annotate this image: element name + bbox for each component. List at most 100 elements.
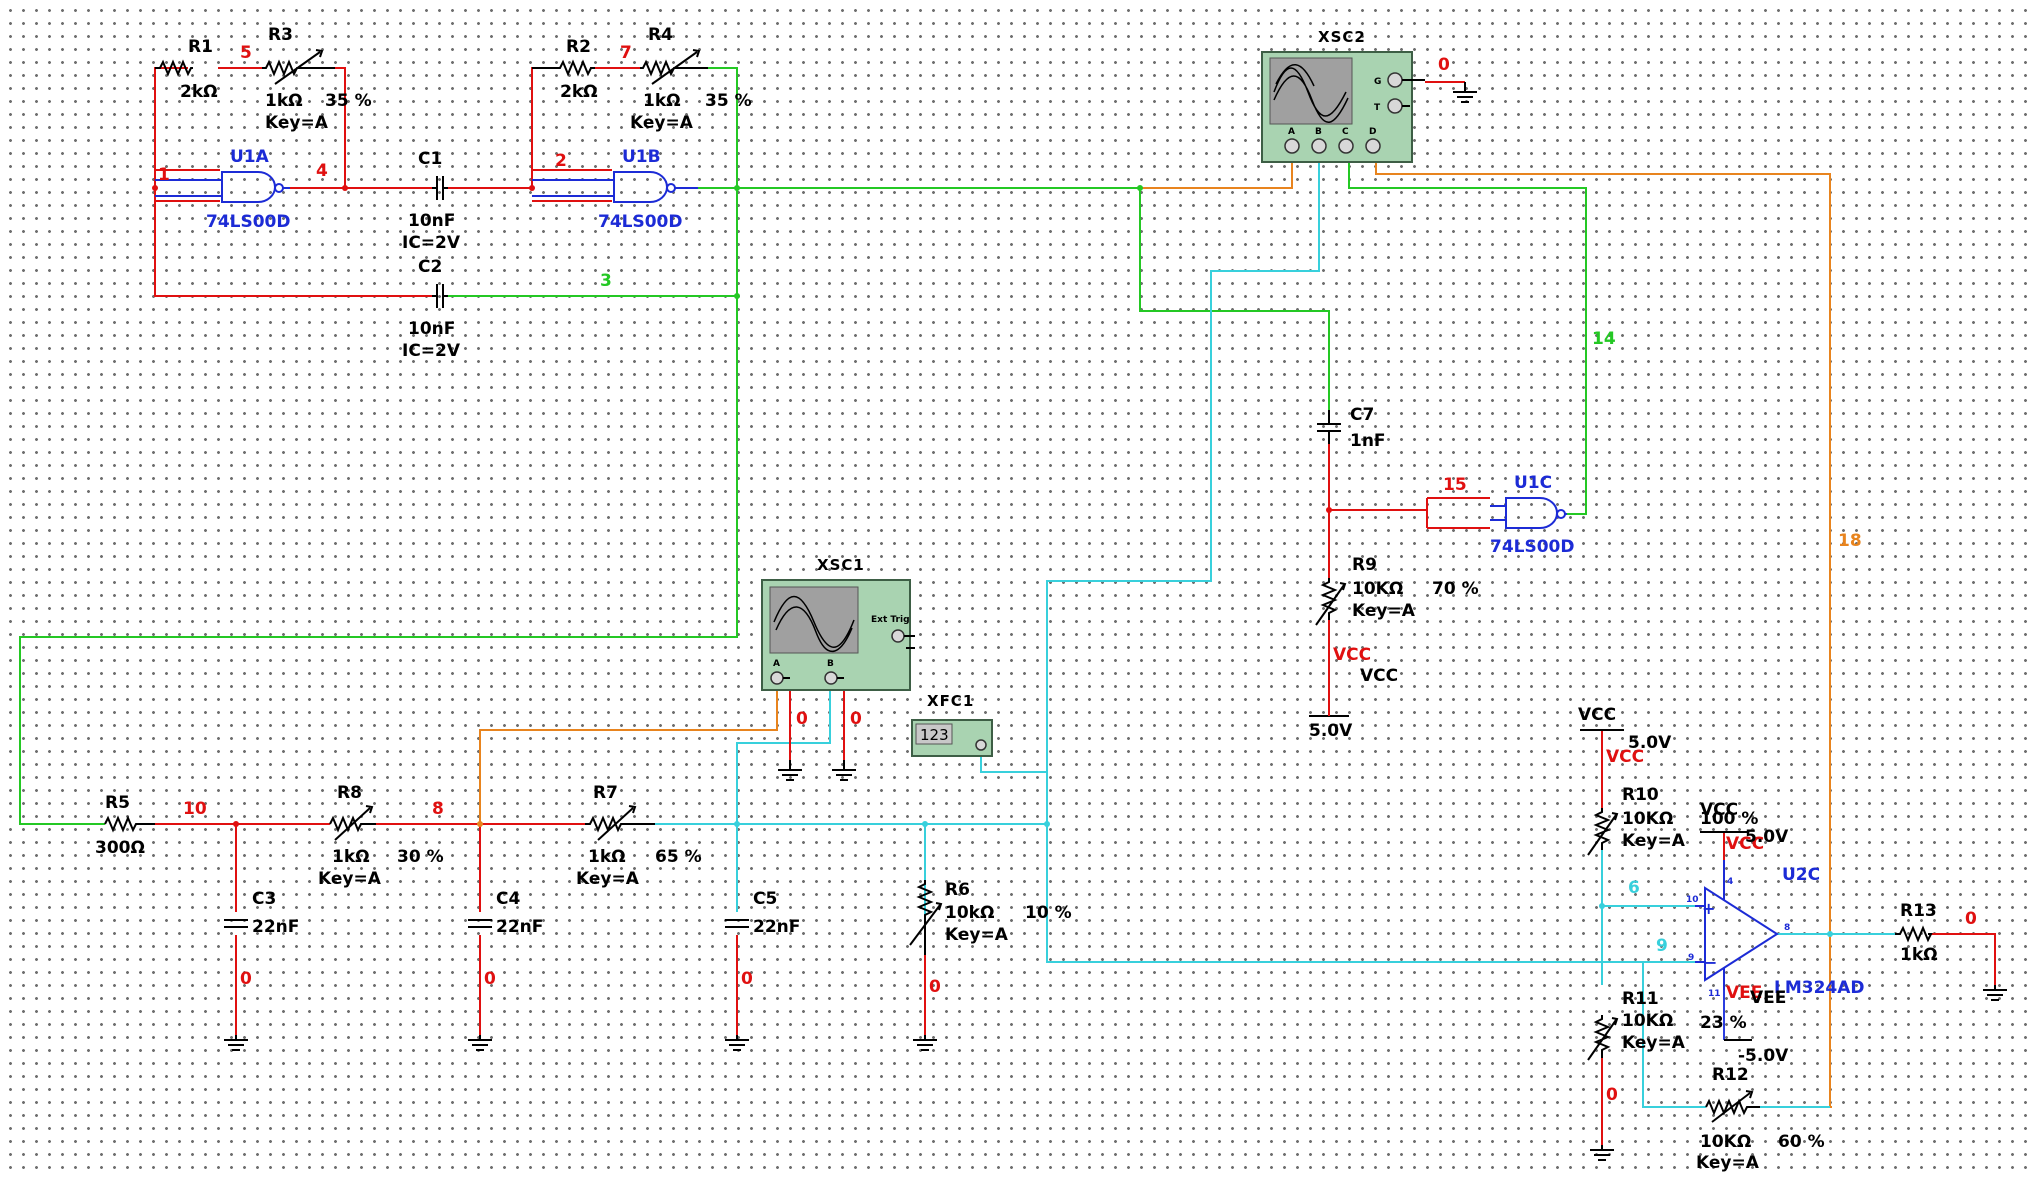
wire-node14[interactable] [1348,155,1587,515]
junction-1 [152,185,158,191]
potentiometer-r9[interactable]: R9 10KΩ 70 % Key=A [1315,555,1479,626]
oscilloscope-xsc1-a-terminal[interactable] [770,671,784,685]
capacitor-c2-name: C2 [418,257,442,277]
oscilloscope-xsc2-gt-leads [1402,79,1425,107]
vcc-supply-r10[interactable]: VCC 5.0V VCC [1578,705,1672,767]
wire-c7-top[interactable] [1139,188,1330,410]
oscilloscope-xsc2-d-terminal[interactable] [1365,138,1381,154]
oscilloscope-xsc2-ch-d: D [1369,127,1376,137]
oscilloscope-xsc1-ext-trig-terminal[interactable] [891,629,905,643]
nand-gate-u1c[interactable]: U1C 74LS00D [1490,473,1575,557]
wire-node8-xsc1a[interactable] [479,690,778,824]
junction-4 [342,185,348,191]
resistor-r13-value: 1kΩ [1900,945,1938,965]
potentiometer-r11[interactable]: R11 10KΩ 23 % Key=A [1587,989,1747,1061]
ground-r13-icon [1983,985,2007,1001]
oscilloscope-xsc1-ch-b: B [827,659,834,669]
capacitor-c5[interactable]: C5 22nF [725,889,800,937]
net-label-1: 1 [158,165,170,185]
oscilloscope-xsc2-c-terminal[interactable] [1338,138,1354,154]
potentiometer-r4[interactable]: R4 1kΩ 35 % Key=A [630,25,752,133]
resistor-r13[interactable]: R13 1kΩ [1895,901,1938,965]
nand-gate-u1c-bubble [1556,509,1566,519]
wire-c5-xsc1b[interactable] [736,690,831,824]
wire-r12-loop[interactable] [1642,962,1830,1108]
wire-r4-node3[interactable] [443,67,738,297]
potentiometer-r8-percent: 30 % [397,847,444,867]
net-label-9: 9 [1656,936,1668,956]
potentiometer-r10-key: Key=A [1622,831,1686,851]
potentiometer-r10[interactable]: R10 10KΩ 100 % Key=A [1587,785,1758,856]
potentiometer-r8-name: R8 [337,783,362,803]
opamp-pin-minus: 9 [1688,953,1694,963]
oscilloscope-xsc1[interactable]: XSC1 Ext Trig A B [761,556,915,691]
wire-node18[interactable] [1375,155,1832,1108]
capacitor-c1[interactable]: C1 10nF IC=2V [402,149,461,253]
oscilloscope-xsc2-a-terminal[interactable] [1284,138,1300,154]
wire-xfc1[interactable] [980,750,1047,773]
ground-xsc1b-icon [832,760,856,781]
wire-node6[interactable] [1601,878,1695,907]
potentiometer-r7-name: R7 [593,783,618,803]
wire-u1b-inputs[interactable] [532,169,612,202]
potentiometer-r12-symbol [1705,1090,1760,1123]
capacitor-c7-name: C7 [1350,405,1374,425]
capacitor-c3-symbol [224,919,248,928]
ground-c4-icon [468,1035,492,1051]
wire-xsc2-a[interactable] [1140,155,1293,189]
oscilloscope-xsc1-ch-a: A [773,659,780,669]
capacitor-c4-symbol [468,919,492,928]
capacitor-c2[interactable]: C2 10nF IC=2V [402,257,461,361]
potentiometer-r8-symbol [329,805,376,841]
oscilloscope-xsc1-b-terminal[interactable] [824,671,838,685]
resistor-r5-value: 300Ω [95,838,145,858]
net-label-0-c4: 0 [484,969,496,989]
wire-xsc1-gnd[interactable] [789,690,845,760]
capacitor-c7[interactable]: C7 1nF [1317,405,1386,451]
nand-gate-u1c-body [1490,497,1558,529]
potentiometer-r4-value: 1kΩ [643,91,681,111]
resistor-r2[interactable]: R2 2kΩ [532,37,598,102]
grounds [224,82,2007,1161]
oscilloscope-xsc2[interactable]: XSC2 G T A B C D [1261,28,1425,163]
opamp-pin-vee: 11 [1708,989,1721,999]
oscilloscope-xsc2-b-terminal[interactable] [1311,138,1327,154]
oscilloscope-xsc2-g-terminal[interactable] [1387,72,1403,88]
net-label-0-r6: 0 [929,977,941,997]
wire-xsc2-b[interactable] [1046,155,1695,963]
capacitor-c3[interactable]: C3 22nF [224,889,299,937]
nand-gate-u1a[interactable]: U1A 74LS00D [155,147,291,232]
net-label-8: 8 [432,799,444,819]
frequency-counter-xfc1[interactable]: 123 XFC1 [911,692,993,757]
resistor-r5[interactable]: R5 300Ω [95,793,155,858]
opamp-pin-vcc: 4 [1727,877,1733,887]
oscilloscope-xsc2-t-label: T [1374,103,1381,113]
potentiometer-r8-value: 1kΩ [332,847,370,867]
potentiometer-r6[interactable]: R6 10kΩ 10 % Key=A [909,880,1072,955]
potentiometer-r8[interactable]: R8 1kΩ 30 % Key=A [318,783,444,889]
net-label-0-xsc1a: 0 [796,709,808,729]
net-label-15: 15 [1443,475,1467,495]
wire-r13-gnd[interactable] [1928,933,1996,985]
frequency-counter-xfc1-terminal[interactable] [975,739,987,751]
potentiometer-r7[interactable]: R7 1kΩ 65 % Key=A [576,783,702,889]
vcc-supply-opamp[interactable]: VCC 5.0V [1700,800,1789,847]
oscilloscope-xsc2-t-terminal[interactable] [1387,98,1403,114]
resistor-r1[interactable]: R1 2kΩ [155,37,218,102]
potentiometer-r12[interactable]: R12 10KΩ 60 % Key=A [1696,1065,1825,1173]
nand-gate-u1b[interactable]: U1B 74LS00D [532,147,698,232]
potentiometer-r3[interactable]: R3 1kΩ 35 % Key=A [262,25,372,133]
vcc-supply-r9[interactable]: VCC VCC 5.0V [1309,645,1398,741]
wire-c2-left[interactable] [154,188,432,297]
nand-gate-u1c-part: 74LS00D [1490,537,1575,557]
wire-node3-down[interactable] [19,296,738,825]
wire-u1a-inputs[interactable] [155,169,220,202]
opamp-u2c[interactable]: + − 10 9 8 4 11 U2C LM324AD VCC VEE VEE … [1686,834,1865,1066]
vcc-supply-r9-net: VCC [1333,645,1371,665]
potentiometer-r9-key: Key=A [1352,601,1416,621]
capacitor-c4[interactable]: C4 22nF [468,889,543,937]
net-label-18: 18 [1838,531,1862,551]
junction-xfc [1044,821,1050,827]
